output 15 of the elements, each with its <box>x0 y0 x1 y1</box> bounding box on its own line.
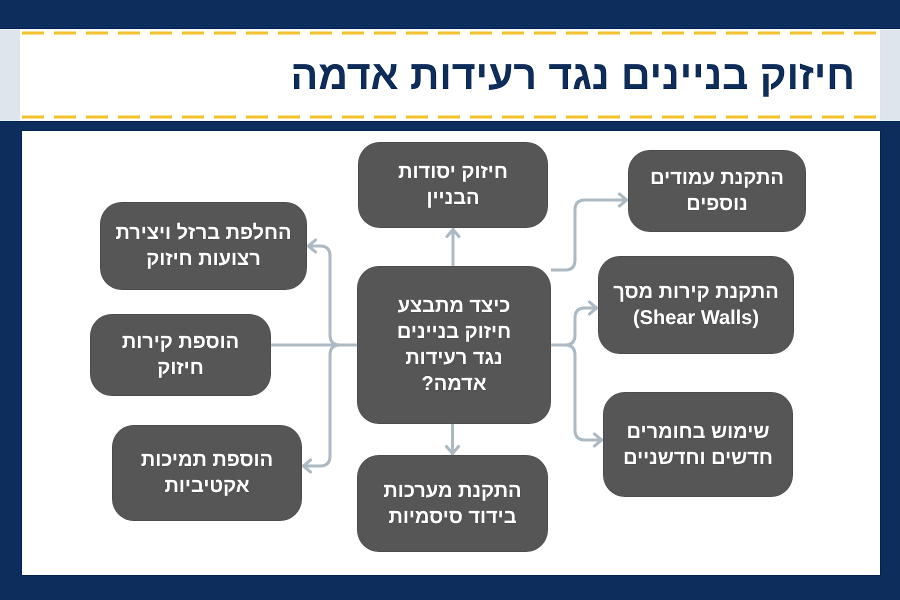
process-box: חיזוק יסודות הבניין <box>358 142 548 228</box>
process-box: הוספת קירות חיזוק <box>90 314 271 396</box>
arrow <box>446 228 460 266</box>
process-box: התקנת מערכות בידוד סיסמיות <box>357 455 548 552</box>
process-box: החלפת ברזל ויצירת רצועות חיזוק <box>100 202 307 290</box>
process-box: הוספת תמיכות אקטיביות <box>112 425 302 521</box>
process-box: התקנת קירות מסך (Shear Walls) <box>598 256 794 354</box>
process-box: התקנת עמודים נוספים <box>628 150 806 232</box>
process-box: שימוש בחומרים חדשים וחדשניים <box>603 392 793 497</box>
arrow <box>445 424 460 455</box>
arrow <box>551 344 603 448</box>
arrow <box>551 192 628 272</box>
title: חיזוק בניינים נגד רעידות אדמה <box>290 51 855 100</box>
process-box: כיצד מתבצע חיזוק בניינים נגד רעידות אדמה? <box>357 266 551 424</box>
arrow <box>302 344 357 474</box>
